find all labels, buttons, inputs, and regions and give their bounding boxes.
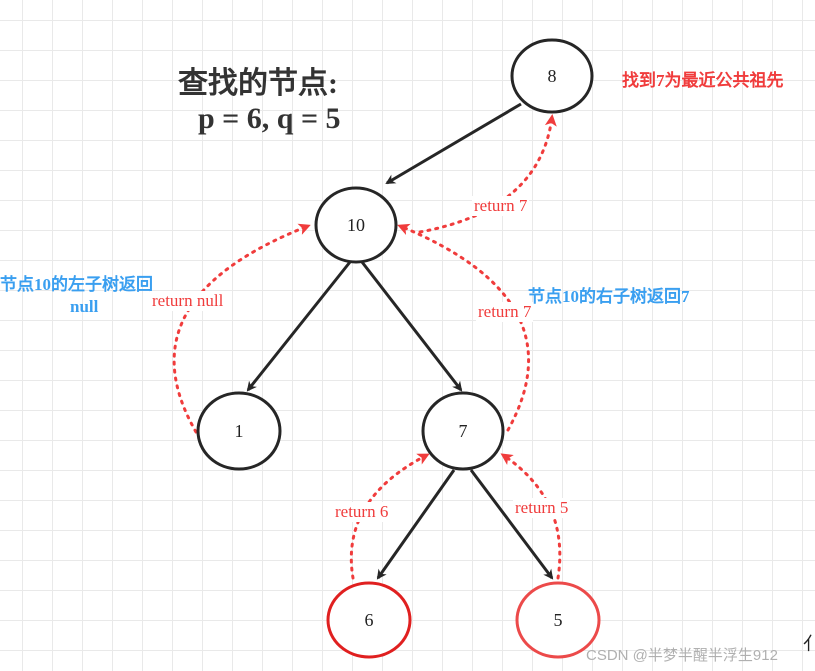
edge-10-7 [360, 261, 463, 392]
title-line-1: 查找的节点: [178, 67, 338, 100]
edge-7-5 [469, 469, 554, 580]
return-label-null: return null [150, 291, 226, 311]
node-7: 7 [421, 391, 505, 471]
return-arrow-10-to-8 [418, 114, 557, 234]
watermark: CSDN @半梦半醒半浮生912 [586, 647, 778, 664]
title-line-2: p = 6, q = 5 [198, 102, 341, 135]
node-7-label: 7 [459, 421, 468, 441]
node-6: 6 [326, 581, 412, 659]
node-5-label: 5 [554, 610, 563, 630]
node-1-label: 1 [235, 421, 244, 441]
node-8: 8 [510, 38, 594, 114]
node-1: 1 [196, 391, 282, 471]
edge-8-10 [385, 102, 522, 185]
node-10: 10 [314, 186, 398, 264]
left-subtree-note: 节点10的左子树返回 [0, 275, 153, 294]
node-8-label: 8 [548, 66, 557, 86]
found-ancestor-note: 找到7为最近公共祖先 [622, 71, 784, 90]
return-label-7-right: return 7 [476, 302, 534, 322]
return-label-5: return 5 [513, 498, 571, 518]
clipped-edge-glyph: 亻 [803, 634, 815, 654]
edge-10-1 [246, 261, 352, 392]
left-subtree-null: null [70, 297, 99, 316]
node-6-label: 6 [365, 610, 374, 630]
edge-7-6 [376, 469, 456, 580]
right-subtree-note: 节点10的右子树返回7 [528, 287, 690, 306]
return-label-7-top: return 7 [472, 196, 530, 216]
return-label-6: return 6 [333, 502, 391, 522]
node-5: 5 [515, 581, 601, 659]
node-10-label: 10 [347, 215, 365, 235]
